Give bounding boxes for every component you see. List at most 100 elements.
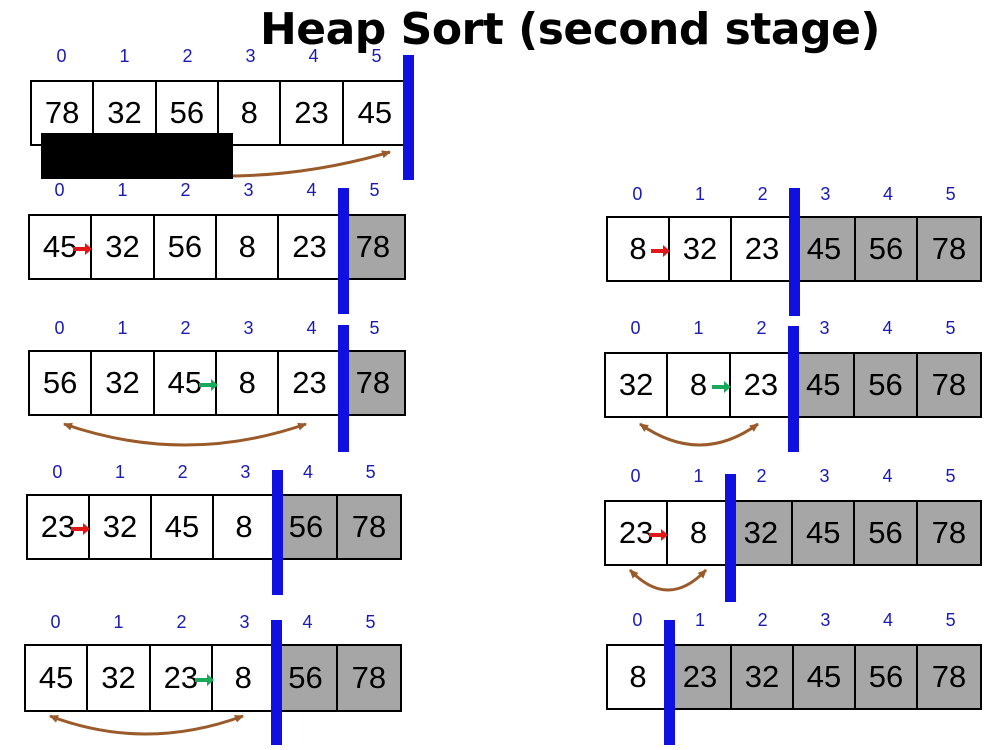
cell-value: 23 — [292, 365, 327, 400]
heap-cell: 8 — [217, 216, 280, 278]
cell-value: 45 — [805, 367, 841, 402]
index-label: 5 — [945, 318, 956, 338]
index-label: 2 — [756, 466, 767, 486]
heap-cell: 8 — [214, 496, 276, 558]
sorted-cell: 23 — [670, 646, 732, 708]
index-label: 0 — [54, 318, 65, 338]
sorted-cell: 78 — [337, 646, 401, 710]
cell-value: 23 — [292, 229, 327, 264]
index-label: 2 — [756, 318, 767, 338]
index-label: 3 — [819, 466, 830, 486]
index-label: 2 — [180, 180, 191, 200]
cell-value: 32 — [743, 515, 779, 550]
sorted-cell: 56 — [276, 496, 338, 558]
sorted-cell: 56 — [856, 646, 918, 708]
sorted-cell: 45 — [794, 218, 856, 280]
cell-value: 23 — [744, 231, 780, 266]
cell-value: 56 — [868, 515, 903, 550]
index-label: 5 — [369, 318, 380, 338]
index-label: 1 — [117, 318, 128, 338]
heap-cell: 23 — [28, 496, 90, 558]
index-label: 0 — [56, 46, 67, 66]
index-label: 2 — [177, 462, 188, 482]
sorted-boundary-bar — [338, 325, 349, 452]
index-label: 4 — [882, 318, 893, 338]
cell-value: 8 — [238, 229, 256, 264]
cell-value: 8 — [240, 95, 258, 130]
cell-value: 78 — [931, 659, 967, 694]
heap-cell: 8 — [668, 502, 731, 564]
sorted-cell: 56 — [275, 646, 338, 710]
cell-value: 8 — [689, 367, 708, 402]
index-label: 2 — [182, 46, 193, 66]
red-sift-marker — [73, 243, 93, 255]
cell-value: 45 — [164, 509, 200, 544]
sorted-cell: 32 — [730, 502, 794, 564]
index-label: 1 — [694, 184, 705, 204]
cell-value: 56 — [868, 231, 904, 266]
cell-value: 23 — [40, 509, 76, 544]
heap-cell: 56 — [154, 216, 218, 278]
cell-value: 56 — [167, 229, 203, 264]
cell-value: 23 — [618, 515, 654, 550]
cell-value: 32 — [102, 509, 138, 544]
red-sift-marker — [651, 245, 671, 257]
cell-value: 78 — [931, 231, 967, 266]
heap-cell: 23 — [730, 354, 794, 416]
index-label: 1 — [117, 180, 128, 200]
heap-cell: 32 — [606, 354, 669, 416]
index-label: 4 — [882, 184, 893, 204]
cell-value: 78 — [355, 365, 391, 400]
swap-arrow — [63, 422, 307, 447]
index-label: 4 — [882, 466, 893, 486]
index-label: 2 — [757, 184, 768, 204]
redaction-box — [41, 133, 233, 179]
index-label: 3 — [819, 318, 830, 338]
cell-value: 45 — [806, 231, 842, 266]
sorted-boundary-bar — [663, 620, 675, 745]
swap-arrow — [49, 714, 244, 736]
sorted-cell: 78 — [918, 218, 980, 280]
sorted-cell: 78 — [338, 496, 400, 558]
cell-value: 56 — [42, 365, 78, 400]
index-label: 5 — [365, 612, 376, 632]
cell-value: 8 — [689, 515, 708, 550]
index-label: 0 — [632, 610, 643, 630]
index-label: 4 — [306, 180, 317, 200]
index-label: 3 — [243, 318, 254, 338]
sorted-cell: 78 — [341, 352, 405, 414]
heap-cell: 32 — [92, 216, 155, 278]
cell-value: 78 — [355, 229, 391, 264]
index-label: 4 — [882, 610, 893, 630]
heap-cell: 32 — [88, 646, 151, 710]
sorted-boundary-bar — [788, 326, 799, 452]
index-label: 5 — [945, 466, 956, 486]
cell-value: 23 — [163, 660, 199, 695]
heap-cell: 45 — [26, 646, 89, 710]
cell-value: 32 — [107, 95, 142, 130]
heap-cell: 23 — [281, 82, 344, 144]
cell-value: 8 — [234, 660, 252, 695]
cell-value: 23 — [682, 659, 718, 694]
sorted-boundary-bar — [403, 55, 414, 180]
index-label: 1 — [113, 612, 124, 632]
swap-arrow — [639, 422, 759, 447]
sorted-boundary-bar — [338, 188, 349, 314]
index-label: 1 — [119, 46, 130, 66]
cell-value: 23 — [743, 367, 779, 402]
cell-value: 78 — [931, 515, 967, 550]
cell-value: 8 — [235, 509, 253, 544]
index-label: 5 — [365, 462, 376, 482]
sorted-boundary-bar — [271, 620, 282, 745]
index-label: 5 — [945, 610, 956, 630]
heap-cell: 32 — [90, 496, 152, 558]
cell-value: 32 — [101, 660, 136, 695]
index-label: 2 — [176, 612, 187, 632]
sorted-cell: 56 — [855, 354, 918, 416]
sorted-cell: 45 — [794, 646, 856, 708]
index-label: 2 — [757, 610, 768, 630]
